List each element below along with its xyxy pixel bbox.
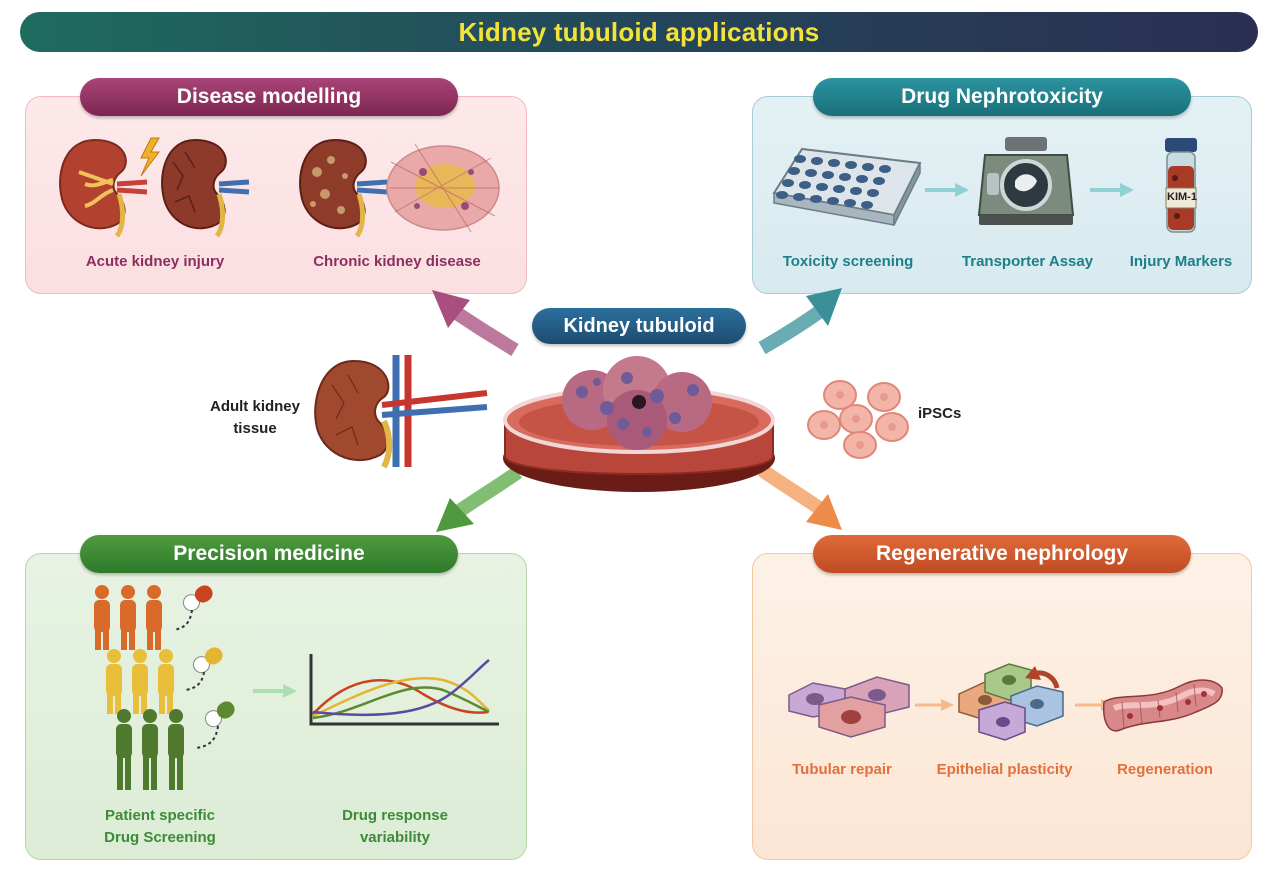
patient-specific-drug-screening-label: Patient specific Drug Screening xyxy=(80,805,240,849)
arrow-right-icon xyxy=(253,684,297,698)
regeneration-label: Regeneration xyxy=(1117,761,1213,778)
patient-specific-line-2: Drug Screening xyxy=(104,829,216,846)
well xyxy=(839,173,851,181)
patient-groups-illustration xyxy=(94,585,235,790)
person-icon-group-green xyxy=(116,709,184,790)
well xyxy=(873,177,885,185)
well xyxy=(850,187,862,195)
injury-markers-label: Injury Markers xyxy=(1129,253,1233,270)
injury-marker-vial-icon xyxy=(1165,138,1197,233)
tubular-repair-label: Tubular repair xyxy=(792,761,892,778)
well xyxy=(827,197,839,205)
drug-response-line-1: Drug response xyxy=(342,807,448,824)
well xyxy=(811,157,823,165)
well xyxy=(810,195,822,203)
capsule-icons xyxy=(182,585,235,728)
well xyxy=(844,199,856,207)
well xyxy=(776,191,788,199)
adult-kidney-tissue-line-2: tissue xyxy=(233,420,277,437)
well xyxy=(833,185,845,193)
title-banner: Kidney tubuloid applications xyxy=(20,12,1258,52)
chronic-kidney-disease-label: Chronic kidney disease xyxy=(313,253,481,270)
adult-kidney-tissue-illustration xyxy=(314,355,488,469)
page-title: Kidney tubuloid applications xyxy=(458,16,820,47)
chronic-kidney-disease-illustration xyxy=(299,138,500,238)
regenerative-nephrology-title: Regenerative nephrology xyxy=(813,535,1191,573)
epithelial-plasticity-label: Epithelial plasticity xyxy=(936,761,1073,778)
well xyxy=(794,155,806,163)
well-plate-icon xyxy=(772,147,922,226)
adult-kidney-tissue-label: Adult kidney tissue xyxy=(190,396,320,440)
kim1-label: KIM-1 xyxy=(1167,191,1197,203)
well xyxy=(867,189,879,197)
arrow-right-icon xyxy=(925,183,969,197)
disease-modelling-title: Disease modelling xyxy=(80,78,458,116)
well xyxy=(862,163,874,171)
well xyxy=(822,171,834,179)
ipscs-label: iPSCs xyxy=(918,405,962,422)
well xyxy=(799,181,811,189)
adult-kidney-tissue-line-1: Adult kidney xyxy=(209,398,300,415)
acute-kidney-injury-label: Acute kidney injury xyxy=(85,253,225,270)
transporter-instrument-icon xyxy=(977,137,1075,225)
well xyxy=(816,183,828,191)
person-icon-group-red xyxy=(94,585,162,650)
well xyxy=(828,159,840,167)
ipsc-cells-illustration xyxy=(807,380,909,459)
well xyxy=(782,179,794,187)
acute-kidney-injury-illustration xyxy=(59,137,250,238)
well xyxy=(861,201,873,209)
regenerated-tubule-illustration xyxy=(1102,679,1223,732)
drug-response-variability-label: Drug response variability xyxy=(315,805,475,849)
transporter-assay-label: Transporter Assay xyxy=(961,253,1094,270)
drug-response-curves-graph xyxy=(309,654,499,726)
kidney-tubuloid-title: Kidney tubuloid xyxy=(532,308,746,344)
well xyxy=(879,165,891,173)
precision-medicine-title: Precision medicine xyxy=(80,535,458,573)
arrow-right-icon xyxy=(915,699,954,711)
epithelial-plasticity-illustration xyxy=(958,663,1064,741)
petri-dish-tubuloid-illustration xyxy=(503,356,775,492)
wells xyxy=(776,155,891,209)
well xyxy=(793,193,805,201)
well xyxy=(856,175,868,183)
drug-response-line-2: variability xyxy=(359,829,431,846)
well xyxy=(845,161,857,169)
well xyxy=(805,169,817,177)
arrow-right-icon xyxy=(1090,183,1134,197)
patient-specific-line-1: Patient specific xyxy=(104,807,216,824)
tubuloid-cluster xyxy=(562,356,712,450)
person-icon-group-yellow xyxy=(106,649,174,714)
tubular-repair-illustration xyxy=(788,676,910,738)
drug-nephrotoxicity-title: Drug Nephrotoxicity xyxy=(813,78,1191,116)
well xyxy=(788,167,800,175)
toxicity-screening-label: Toxicity screening xyxy=(782,253,914,270)
